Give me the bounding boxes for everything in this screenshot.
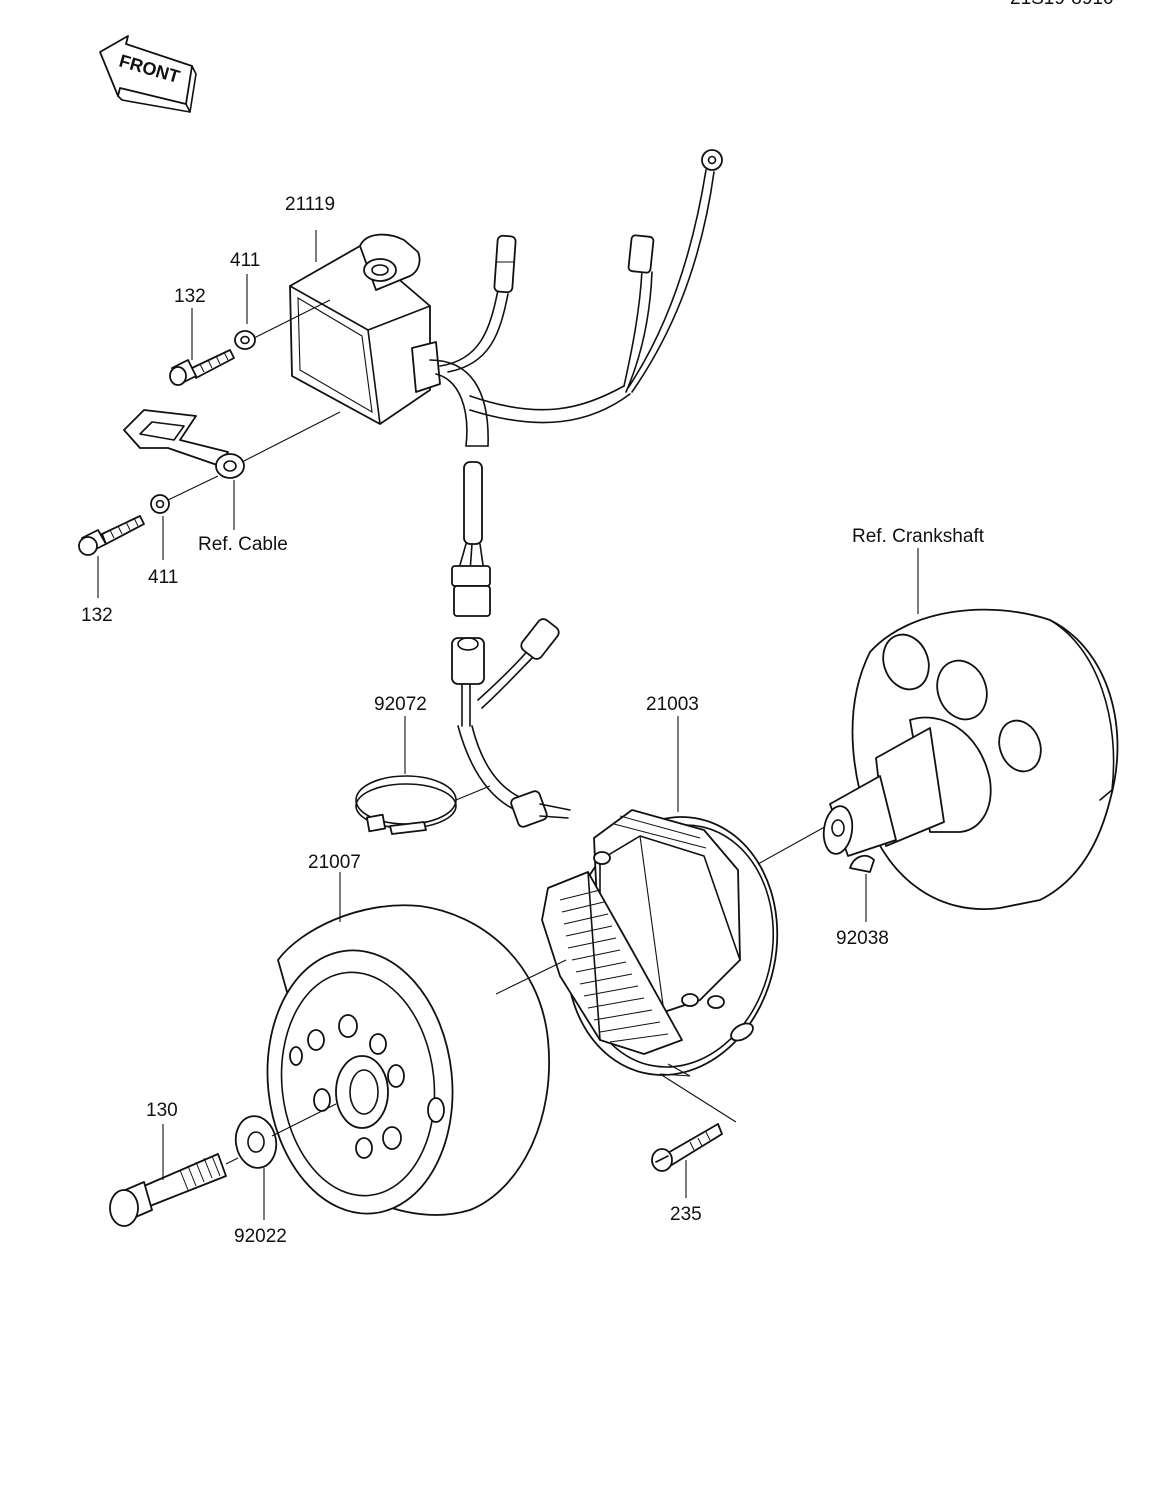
- label-ref-crankshaft: Ref. Crankshaft: [852, 526, 985, 547]
- label-woodruff-key: 92038: [836, 928, 889, 949]
- front-arrow-icon: FRONT: [99, 35, 197, 113]
- stator-coil-hatch: [559, 815, 707, 1043]
- wire-clamp: [355, 775, 457, 835]
- woodruff-key: [849, 854, 875, 873]
- leader-screw-axis: [659, 1063, 737, 1123]
- label-bolt-lower: 132: [81, 605, 113, 626]
- flywheel: [266, 904, 550, 1216]
- bolt-upper: [169, 349, 235, 386]
- washer-upper: [234, 330, 256, 350]
- leader-clamp-axis: [455, 785, 491, 801]
- leader-clip-axis: [241, 411, 341, 463]
- label-stator-screw: 235: [670, 1204, 702, 1225]
- flywheel-washer: [234, 1115, 278, 1169]
- leader-washer-upper-axis: [253, 299, 331, 339]
- wire-connector: [451, 461, 571, 828]
- leader-bolt-axis: [225, 1157, 239, 1165]
- cdi-wire-harness: [429, 149, 723, 447]
- label-flywheel-washer: 92022: [234, 1226, 287, 1247]
- label-flywheel: 21007: [308, 852, 361, 873]
- label-clamp: 92072: [374, 694, 427, 715]
- label-bolt-upper: 132: [174, 286, 206, 307]
- cdi-unit: [289, 233, 441, 425]
- leader-washer-axis: [271, 1103, 337, 1137]
- cable-clip: [123, 409, 245, 479]
- washer-lower: [150, 494, 170, 514]
- corner-code: 21S19-8910: [1010, 0, 1114, 9]
- bolt-lower: [78, 515, 145, 556]
- leader-stator-axis: [757, 823, 831, 865]
- label-stator: 21003: [646, 694, 699, 715]
- label-washer-upper: 411: [230, 250, 260, 271]
- label-flywheel-bolt: 130: [146, 1100, 178, 1121]
- label-ref-cable: Ref. Cable: [198, 534, 288, 555]
- stator-screw: [651, 1123, 723, 1172]
- leader-flywheel-axis: [495, 959, 567, 995]
- label-cdi-unit: 21119: [285, 194, 335, 215]
- stator-assembly: [541, 809, 779, 1076]
- crankshaft: [822, 608, 1119, 910]
- label-washer-lower: 411: [148, 567, 178, 588]
- flywheel-bolt: [109, 1153, 227, 1227]
- leader-washer-lower-axis: [167, 475, 219, 501]
